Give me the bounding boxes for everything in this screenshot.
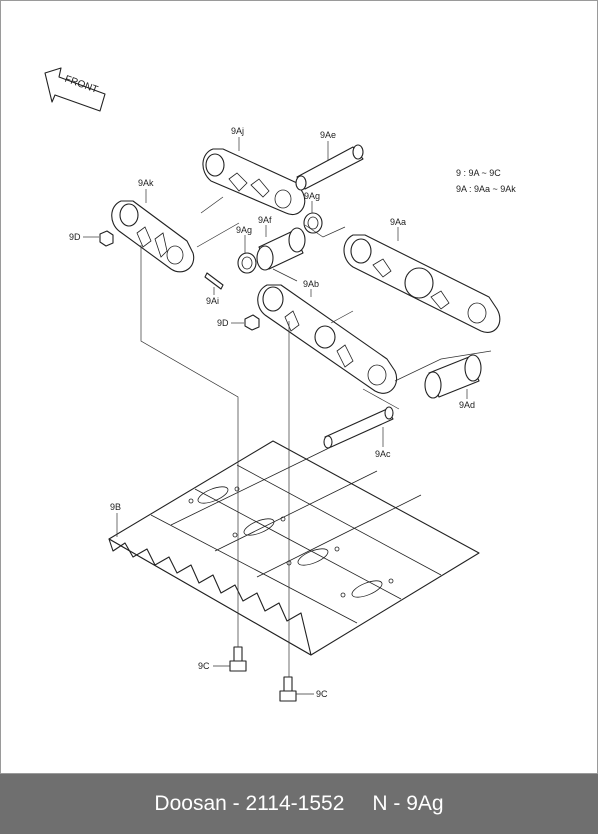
callout-9C-left: 9C <box>198 661 230 671</box>
link-9Aj <box>202 148 306 215</box>
footer-brand: Doosan <box>154 792 227 815</box>
callout-9B: 9B <box>110 502 121 537</box>
seal-9Ag-left <box>237 252 257 274</box>
callout-9Af: 9Af <box>258 215 272 237</box>
callout-9Ak: 9Ak <box>138 178 154 203</box>
spring-pin-9Ai <box>204 272 224 290</box>
svg-text:9C: 9C <box>316 689 328 699</box>
svg-text:9Ab: 9Ab <box>303 279 319 289</box>
callout-9D-mid: 9D <box>217 318 244 328</box>
link-9Ab <box>257 284 397 394</box>
diagram-frame: FRONT 9 : 9A ~ 9C 9A : 9Aa ~ 9Ak <box>0 0 598 774</box>
callout-9D-top: 9D <box>69 232 99 242</box>
nut-9D-top <box>99 230 114 247</box>
callout-9Aj: 9Aj <box>231 126 244 151</box>
legend-line-1: 9 : 9A ~ 9C <box>456 168 501 178</box>
svg-text:9Aj: 9Aj <box>231 126 244 136</box>
link-9Ak <box>111 200 195 273</box>
legend-line-2: 9A : 9Aa ~ 9Ak <box>456 184 516 194</box>
svg-text:9Ad: 9Ad <box>459 400 475 410</box>
callout-9Ag-top: 9Ag <box>304 191 320 213</box>
svg-text:9Ak: 9Ak <box>138 178 154 188</box>
bushing-9Af <box>256 227 306 271</box>
footer-caption: Doosan - 2114-1552 N - 9Ag <box>0 774 598 834</box>
callout-9Ag-left: 9Ag <box>236 225 252 253</box>
callout-9Ac: 9Ac <box>375 427 391 459</box>
svg-text:9B: 9B <box>110 502 121 512</box>
svg-text:9Ai: 9Ai <box>206 296 219 306</box>
callout-9Ai: 9Ai <box>206 287 219 306</box>
footer-part-number: 2114-1552 <box>245 792 345 815</box>
svg-text:9Ag: 9Ag <box>236 225 252 235</box>
callout-9Ae: 9Ae <box>320 130 336 161</box>
svg-text:9D: 9D <box>217 318 229 328</box>
svg-text:9Ac: 9Ac <box>375 449 391 459</box>
pin-9Ac <box>323 406 394 449</box>
svg-text:9Aa: 9Aa <box>390 217 406 227</box>
assembly-guide-lines <box>140 196 492 677</box>
seal-9Ag-top <box>303 212 323 234</box>
bushing-9Ad <box>424 354 482 399</box>
svg-text:9Ae: 9Ae <box>320 130 336 140</box>
svg-text:9Af: 9Af <box>258 215 272 225</box>
front-direction-arrow: FRONT <box>44 67 106 112</box>
footer-separator: - <box>232 792 240 815</box>
callout-9C-right: 9C <box>296 689 328 699</box>
svg-text:9D: 9D <box>69 232 81 242</box>
bolt-9C-left <box>229 646 247 672</box>
exploded-parts-diagram: FRONT 9 : 9A ~ 9C 9A : 9Aa ~ 9Ak <box>44 67 516 702</box>
nut-9D-mid <box>244 314 260 331</box>
svg-text:9C: 9C <box>198 661 210 671</box>
callout-9Ab: 9Ab <box>303 279 319 297</box>
callout-9Aa: 9Aa <box>390 217 406 241</box>
footer-reference: N - 9Ag <box>372 792 444 815</box>
svg-text:9Ag: 9Ag <box>304 191 320 201</box>
pin-9Ae <box>295 144 364 191</box>
link-9Aa <box>343 234 501 333</box>
bolt-9C-right <box>279 676 297 702</box>
track-shoe-9B <box>108 440 480 656</box>
callout-9Ad: 9Ad <box>459 389 475 410</box>
